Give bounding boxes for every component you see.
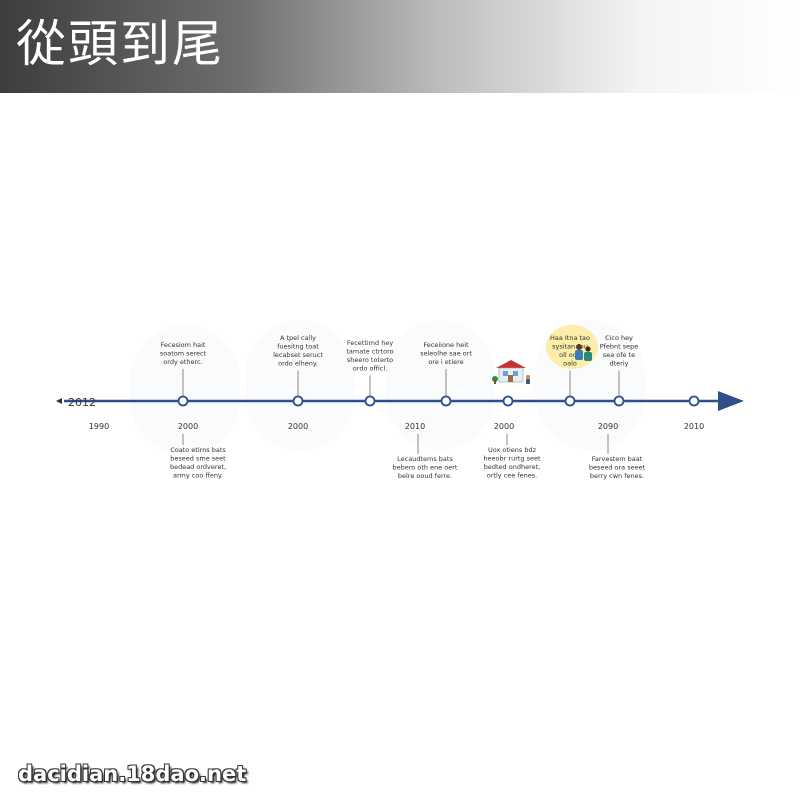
house-icon: [492, 360, 530, 384]
timeline-node: [364, 395, 376, 407]
timeline-node: [177, 395, 189, 407]
start-year-label: 2012: [68, 396, 96, 409]
people-icon: [575, 344, 592, 361]
background-blob: [245, 320, 355, 450]
timeline-node: [613, 395, 625, 407]
header-banner: [0, 0, 800, 93]
arrow-head-icon: [718, 391, 744, 411]
timeline-node: [564, 395, 576, 407]
timeline-node: [292, 395, 304, 407]
year-label: 2000: [494, 422, 514, 431]
year-label: 2090: [598, 422, 618, 431]
watermark-url: dacidian.18dao.net: [18, 762, 247, 786]
background-blob: [385, 320, 495, 450]
background-blob: [130, 325, 240, 455]
page-title: 從頭到尾: [16, 15, 224, 73]
timeline-node: [440, 395, 452, 407]
year-label: 2000: [288, 422, 308, 431]
timeline-node: [688, 395, 700, 407]
year-label: 2010: [405, 422, 425, 431]
year-label: 2000: [178, 422, 198, 431]
timeline-node: [502, 395, 514, 407]
year-label: 2010: [684, 422, 704, 431]
left-arrow-icon: [56, 398, 62, 404]
year-label: 1990: [89, 422, 109, 431]
